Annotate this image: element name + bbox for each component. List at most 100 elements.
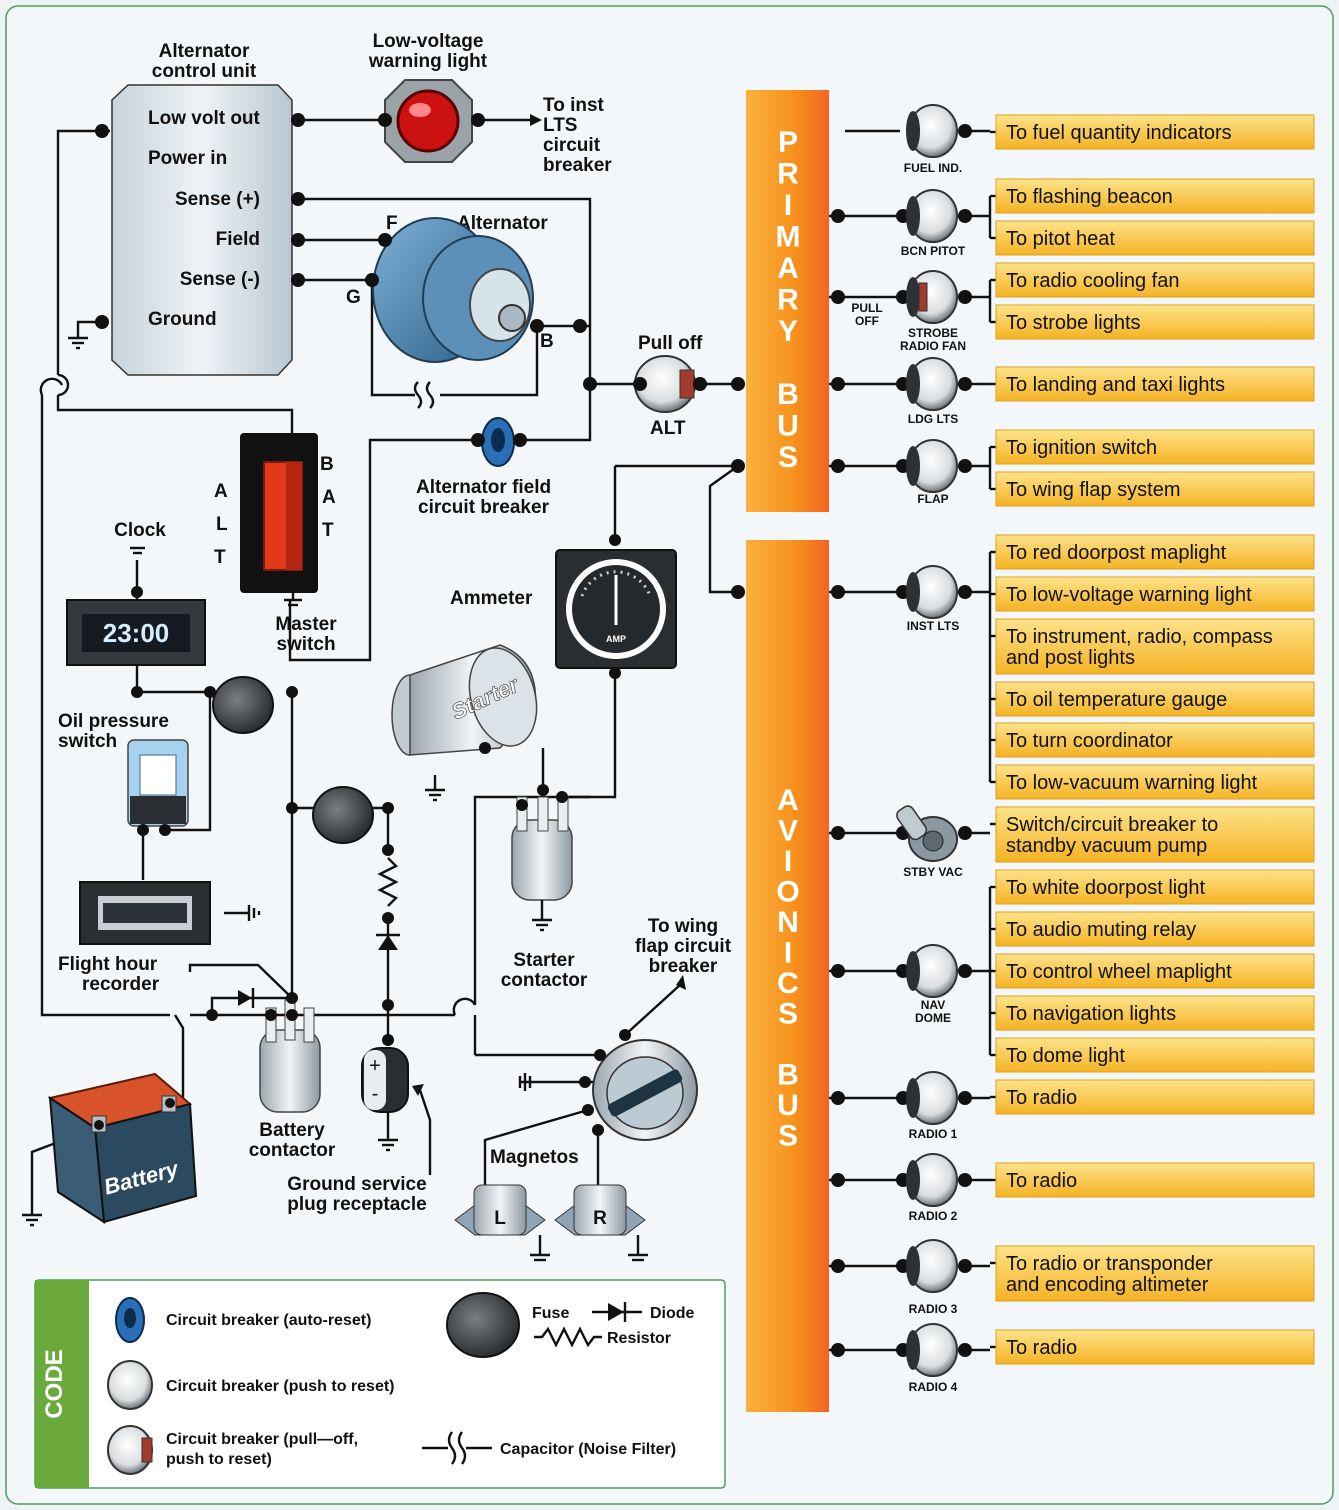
acu-title-line2: control unit [152,61,257,82]
circuit-breaker-row: RADIO 2 [829,1153,990,1223]
circuit-breaker-row: STBY VAC [829,804,990,879]
breaker-label: INST LTS [907,619,959,633]
primary-bus-letter: P [778,126,798,159]
destination-box: To white doorpost light [990,869,1315,905]
ground-service-minus: - [372,1083,379,1105]
destination-label: To dome light [1006,1045,1125,1067]
alt-pull-off-breaker[interactable]: Pull off ALT [583,333,707,439]
battery: Battery [22,1072,198,1227]
ground-service-plus: + [369,1055,381,1077]
alternator-terminal-f: F [386,213,398,234]
starter-motor: Starter [391,644,538,802]
avionics-bus-letter: U [777,1089,799,1122]
circuit-breaker[interactable] [906,1239,958,1293]
clock-label: Clock [114,520,166,541]
legend-cb-pull-off-icon [107,1425,153,1475]
legend-fuse-icon [446,1292,520,1358]
primary-bus-letter: M [776,221,801,254]
master-alt-letter-t: T [214,547,226,568]
avionics-bus-letter: S [778,998,798,1031]
acu-terminal-ground: Ground [148,309,217,330]
breaker-label: RADIO 1 [909,1127,958,1141]
starter-contactor-label-line1: Starter [513,950,575,971]
legend-capacitor-icon [422,1431,492,1465]
master-bat-letter-b: B [320,454,334,475]
acu-ground-icon [68,336,88,350]
acu-terminal-low-volt-out: Low volt out [148,108,261,129]
destination-label: To radio [1006,1087,1077,1109]
master-switch-label-line1: Master [275,614,337,635]
circuit-breaker[interactable] [906,944,958,998]
fuse-upper [204,676,298,734]
pull-off-label: Pull off [638,333,703,354]
legend-resistor-icon [534,1326,602,1348]
ignition-magneto-switch[interactable] [518,1029,698,1141]
magneto-right: R [554,1184,648,1262]
circuit-breaker[interactable] [906,1323,958,1377]
circuit-breaker[interactable] [906,357,958,411]
alternator-field-circuit-breaker[interactable]: Alternator field circuit breaker [416,417,551,518]
destination-box: To radio [990,1329,1315,1365]
circuit-breaker[interactable] [894,804,958,862]
circuit-breaker[interactable] [906,565,958,619]
to-wing-flap-line3: breaker [649,956,718,977]
magnetos-label: Magnetos [490,1147,579,1168]
destination-label: To instrument, radio, compass [1006,626,1273,648]
destination-label: To radio [1006,1337,1077,1359]
starter-contactor: Starter contactor [501,784,588,991]
flight-hour-label-line1: Flight hour [58,954,158,975]
circuit-breaker[interactable] [906,439,958,493]
primary-bus-letter: R [777,158,799,191]
code-legend: CODE Circuit breaker (auto-reset) Circui… [34,1279,726,1489]
destination-label: To low-voltage warning light [1006,584,1252,606]
acu-title-line1: Alternator [159,41,250,62]
master-switch-label-line2: switch [276,634,335,655]
circuit-breaker-row: INST LTS [829,565,990,633]
ignition-ground-icon [518,1073,532,1091]
acu-terminal-sense-plus: Sense (+) [175,189,260,210]
legend-diode-label: Diode [650,1305,695,1322]
starter-contactor-label-line2: contactor [501,970,588,991]
circuit-breaker[interactable] [906,270,958,324]
master-switch[interactable]: A L T B A T Master switch [214,433,337,655]
magnetos: Magnetos L R [454,1147,648,1262]
magneto-r-label: R [593,1208,607,1229]
to-wing-flap-line2: flap circuit [635,936,732,957]
alternator-label: Alternator [457,213,548,234]
resistor-and-diode [376,844,400,1046]
battery-contactor-label-line1: Battery [259,1120,325,1141]
master-switch-ground-icon [284,593,302,607]
avionics-bus-letter: N [777,906,799,939]
alt-breaker-label: ALT [650,418,686,439]
destination-box: To landing and taxi lights [990,366,1315,402]
destination-label: Switch/circuit breaker to [1006,814,1218,836]
legend-diode-icon [592,1302,642,1322]
breaker-label: BCN PITOT [901,244,966,258]
destination-box: To wing flap system [990,471,1315,507]
circuit-breaker[interactable] [906,1071,958,1125]
alternator: Alternator F G B [346,213,587,409]
destination-label: standby vacuum pump [1006,835,1207,857]
circuit-breaker[interactable] [906,189,958,243]
destination-box: To audio muting relay [990,911,1315,947]
primary-bus-letter: R [777,284,799,317]
alternator-terminal-b: B [540,331,554,352]
circuit-breaker[interactable] [906,104,958,158]
circuit-breaker[interactable] [906,1153,958,1207]
destination-box: To red doorpost maplight [990,534,1315,570]
breaker-label: DOME [915,1011,951,1025]
ground-service-plug-receptacle[interactable]: + - Ground service plug receptacle [287,1047,427,1215]
starter-ground-icon [425,775,445,802]
destination-label: To radio [1006,1170,1077,1192]
ammeter: Ammeter AMP [450,534,677,679]
destination-label: To fuel quantity indicators [1006,122,1232,144]
circuit-breaker-row: LDG LTS [829,357,990,426]
low-voltage-label-line1: Low-voltage [373,31,484,52]
breaker-label: LDG LTS [908,412,958,426]
to-wing-flap-line1: To wing [648,916,718,937]
destination-label: To audio muting relay [1006,919,1196,941]
acu-terminal-power-in: Power in [148,148,227,169]
avionics-bus-letter: B [777,1059,799,1092]
